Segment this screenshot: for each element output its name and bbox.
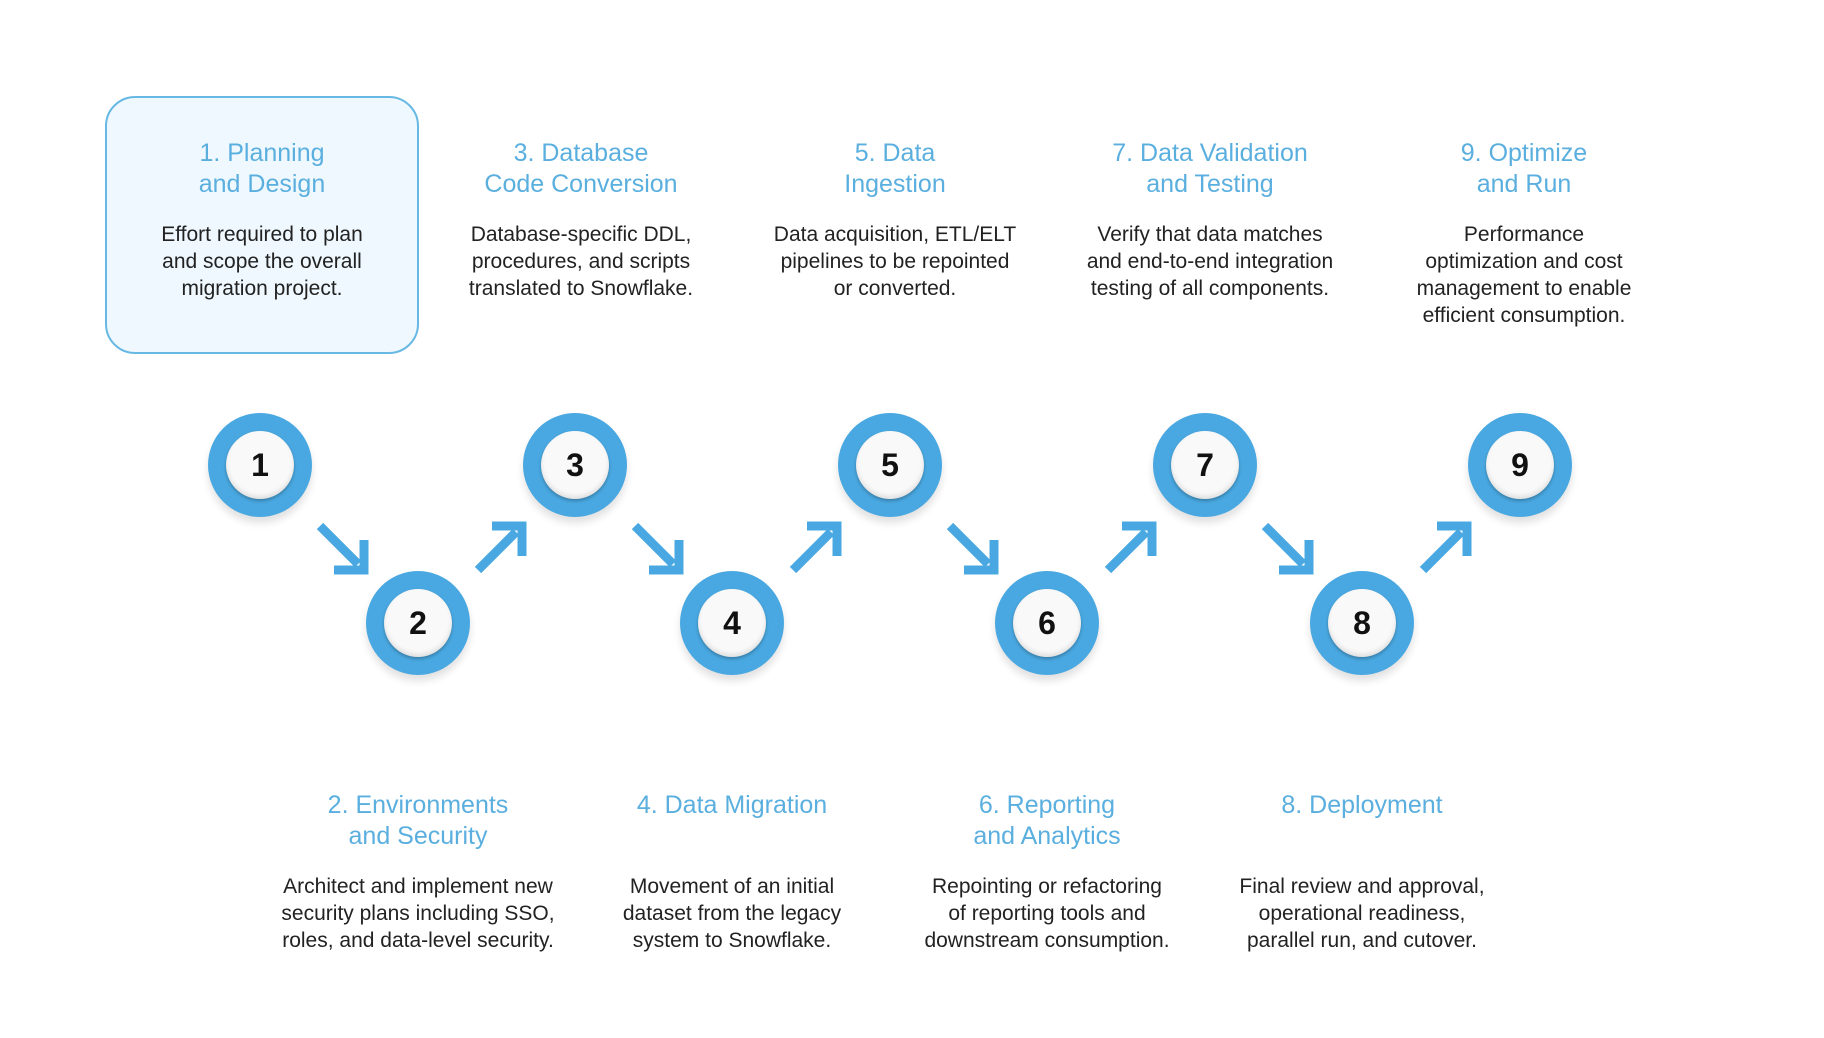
desc-line: Effort required to plan xyxy=(161,223,363,246)
desc-line: Data acquisition, ETL/ELT xyxy=(773,223,1017,246)
desc-line: system to Snowflake. xyxy=(632,929,832,952)
title-line: 9. Optimize xyxy=(1460,139,1588,167)
title-line: 2. Environments xyxy=(327,791,509,819)
title-line: 4. Data Migration xyxy=(636,791,828,819)
title-line: 7. Data Validation xyxy=(1112,139,1308,167)
arrow-down-right-icon xyxy=(946,522,999,575)
step-description: Data acquisition, ETL/ELT pipelines to b… xyxy=(725,221,1065,302)
step-3-circle: 3 xyxy=(523,413,627,517)
step-6-circle: 6 xyxy=(995,571,1099,675)
desc-line: or converted. xyxy=(833,277,957,300)
step-7-text: 7. Data Validation and Testing Verify th… xyxy=(1040,138,1380,302)
desc-line: management to enable xyxy=(1416,277,1632,300)
step-9-text: 9. Optimize and Run Performance optimiza… xyxy=(1354,138,1694,329)
desc-line: procedures, and scripts xyxy=(471,250,691,273)
step-title: 2. Environments and Security xyxy=(248,790,588,852)
step-title: 1. Planning and Design xyxy=(112,138,412,200)
step-title: 6. Reporting and Analytics xyxy=(877,790,1217,852)
title-line: 3. Database xyxy=(513,139,649,167)
step-number: 6 xyxy=(1013,589,1081,657)
step-number: 3 xyxy=(541,431,609,499)
title-line: and Run xyxy=(1476,170,1572,198)
step-description: Architect and implement new security pla… xyxy=(248,873,588,954)
arrow-up-right-icon xyxy=(1419,521,1472,574)
step-title: 7. Data Validation and Testing xyxy=(1040,138,1380,200)
arrow-up-right-icon xyxy=(1104,521,1157,574)
arrow-down-right-icon xyxy=(1261,522,1314,575)
desc-line: operational readiness, xyxy=(1258,902,1466,925)
step-number: 2 xyxy=(384,589,452,657)
step-description: Repointing or refactoring of reporting t… xyxy=(877,873,1217,954)
desc-line: migration project. xyxy=(181,277,343,300)
step-9-circle: 9 xyxy=(1468,413,1572,517)
title-line: Ingestion xyxy=(844,170,946,198)
step-8-text: 8. Deployment Final review and approval,… xyxy=(1192,790,1532,954)
step-number: 9 xyxy=(1486,431,1554,499)
desc-line: and end-to-end integration xyxy=(1086,250,1334,273)
step-description: Verify that data matches and end-to-end … xyxy=(1040,221,1380,302)
step-number: 1 xyxy=(226,431,294,499)
step-description: Final review and approval, operational r… xyxy=(1192,873,1532,954)
title-line: and Security xyxy=(348,822,488,850)
desc-line: security plans including SSO, xyxy=(281,902,555,925)
desc-line: Performance xyxy=(1463,223,1585,246)
arrow-down-right-icon xyxy=(316,522,369,575)
step-title: 5. Data Ingestion xyxy=(725,138,1065,200)
title-line: and Analytics xyxy=(973,822,1121,850)
step-4-circle: 4 xyxy=(680,571,784,675)
title-line: and Design xyxy=(198,170,326,198)
step-number: 8 xyxy=(1328,589,1396,657)
highlight-box xyxy=(105,96,419,354)
step-title: 3. Database Code Conversion xyxy=(411,138,751,200)
desc-line: dataset from the legacy xyxy=(622,902,842,925)
arrow-up-right-icon xyxy=(474,521,527,574)
desc-line: of reporting tools and xyxy=(948,902,1146,925)
title-line: 1. Planning xyxy=(199,139,325,167)
step-description: Performance optimization and cost manage… xyxy=(1354,221,1694,329)
step-5-text: 5. Data Ingestion Data acquisition, ETL/… xyxy=(725,138,1065,302)
desc-line: Database-specific DDL, xyxy=(470,223,692,246)
step-2-text: 2. Environments and Security Architect a… xyxy=(248,790,588,954)
title-line: 5. Data xyxy=(854,139,936,167)
title-line: Code Conversion xyxy=(484,170,678,198)
desc-line: testing of all components. xyxy=(1090,277,1330,300)
desc-line: parallel run, and cutover. xyxy=(1247,929,1477,952)
step-1-circle: 1 xyxy=(208,413,312,517)
desc-line: and scope the overall xyxy=(162,250,362,273)
step-title: 8. Deployment xyxy=(1192,790,1532,821)
step-7-circle: 7 xyxy=(1153,413,1257,517)
desc-line: optimization and cost xyxy=(1425,250,1623,273)
desc-line: pipelines to be repointed xyxy=(780,250,1010,273)
step-description: Database-specific DDL, procedures, and s… xyxy=(411,221,751,302)
desc-line: Repointing or refactoring xyxy=(932,875,1162,898)
step-number: 5 xyxy=(856,431,924,499)
step-title: 9. Optimize and Run xyxy=(1354,138,1694,200)
step-description: Movement of an initial dataset from the … xyxy=(562,873,902,954)
step-3-text: 3. Database Code Conversion Database-spe… xyxy=(411,138,751,302)
desc-line: Final review and approval, xyxy=(1239,875,1485,898)
title-line: 8. Deployment xyxy=(1281,791,1443,819)
step-8-circle: 8 xyxy=(1310,571,1414,675)
title-line: and Testing xyxy=(1146,170,1274,198)
step-number: 7 xyxy=(1171,431,1239,499)
desc-line: Movement of an initial xyxy=(629,875,835,898)
arrow-down-right-icon xyxy=(631,522,684,575)
desc-line: Verify that data matches xyxy=(1097,223,1323,246)
step-5-circle: 5 xyxy=(838,413,942,517)
step-description: Effort required to plan and scope the ov… xyxy=(112,221,412,302)
desc-line: efficient consumption. xyxy=(1422,304,1626,327)
step-2-circle: 2 xyxy=(366,571,470,675)
step-1-text: 1. Planning and Design Effort required t… xyxy=(112,138,412,302)
desc-line: translated to Snowflake. xyxy=(468,277,694,300)
arrow-up-right-icon xyxy=(789,521,842,574)
desc-line: roles, and data-level security. xyxy=(282,929,554,952)
desc-line: Architect and implement new xyxy=(283,875,553,898)
step-number: 4 xyxy=(698,589,766,657)
step-title: 4. Data Migration xyxy=(562,790,902,821)
step-6-text: 6. Reporting and Analytics Repointing or… xyxy=(877,790,1217,954)
desc-line: downstream consumption. xyxy=(924,929,1170,952)
title-line: 6. Reporting xyxy=(978,791,1116,819)
step-4-text: 4. Data Migration Movement of an initial… xyxy=(562,790,902,954)
